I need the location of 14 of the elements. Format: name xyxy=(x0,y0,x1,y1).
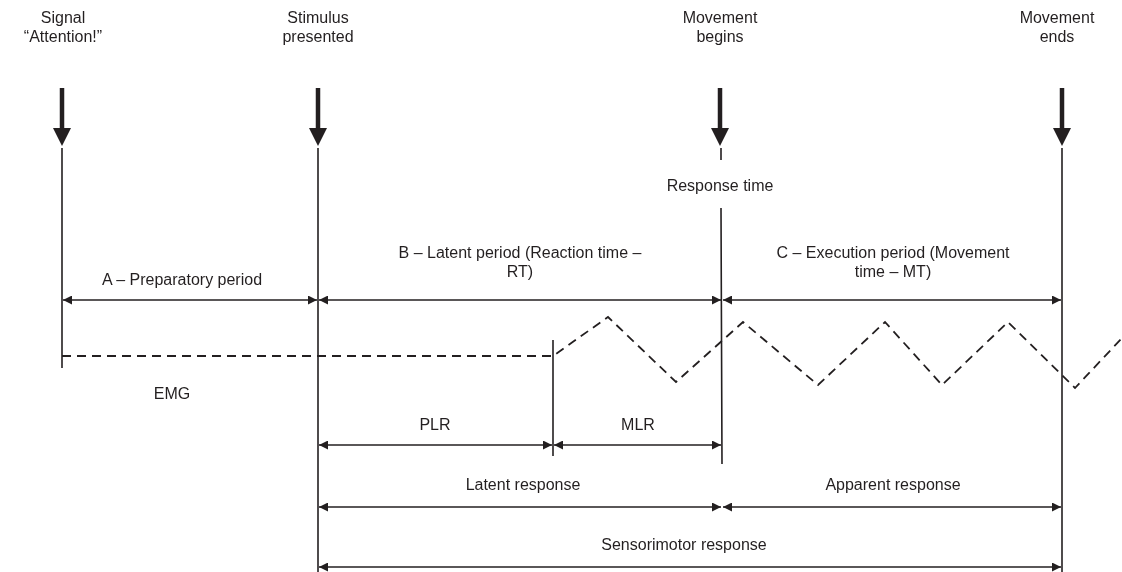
period-label: A – Preparatory period xyxy=(100,270,264,289)
event-label: Signal “Attention!” xyxy=(22,8,104,46)
event-label: Stimulus presented xyxy=(281,8,355,46)
event-label: Movement begins xyxy=(681,8,759,46)
time-label: Response time xyxy=(665,176,775,195)
event-label: Movement ends xyxy=(1018,8,1096,46)
interval-label: Sensorimotor response xyxy=(600,535,768,554)
period-label: C – Execution period (Movement time – MT) xyxy=(775,243,1011,281)
interval-label: Latent response xyxy=(464,475,582,494)
period-label: B – Latent period (Reaction time – RT) xyxy=(397,243,643,281)
interval-label: Apparent response xyxy=(824,475,962,494)
interval-label: PLR xyxy=(418,415,452,434)
signal-label: EMG xyxy=(152,384,192,403)
interval-label: MLR xyxy=(620,415,656,434)
